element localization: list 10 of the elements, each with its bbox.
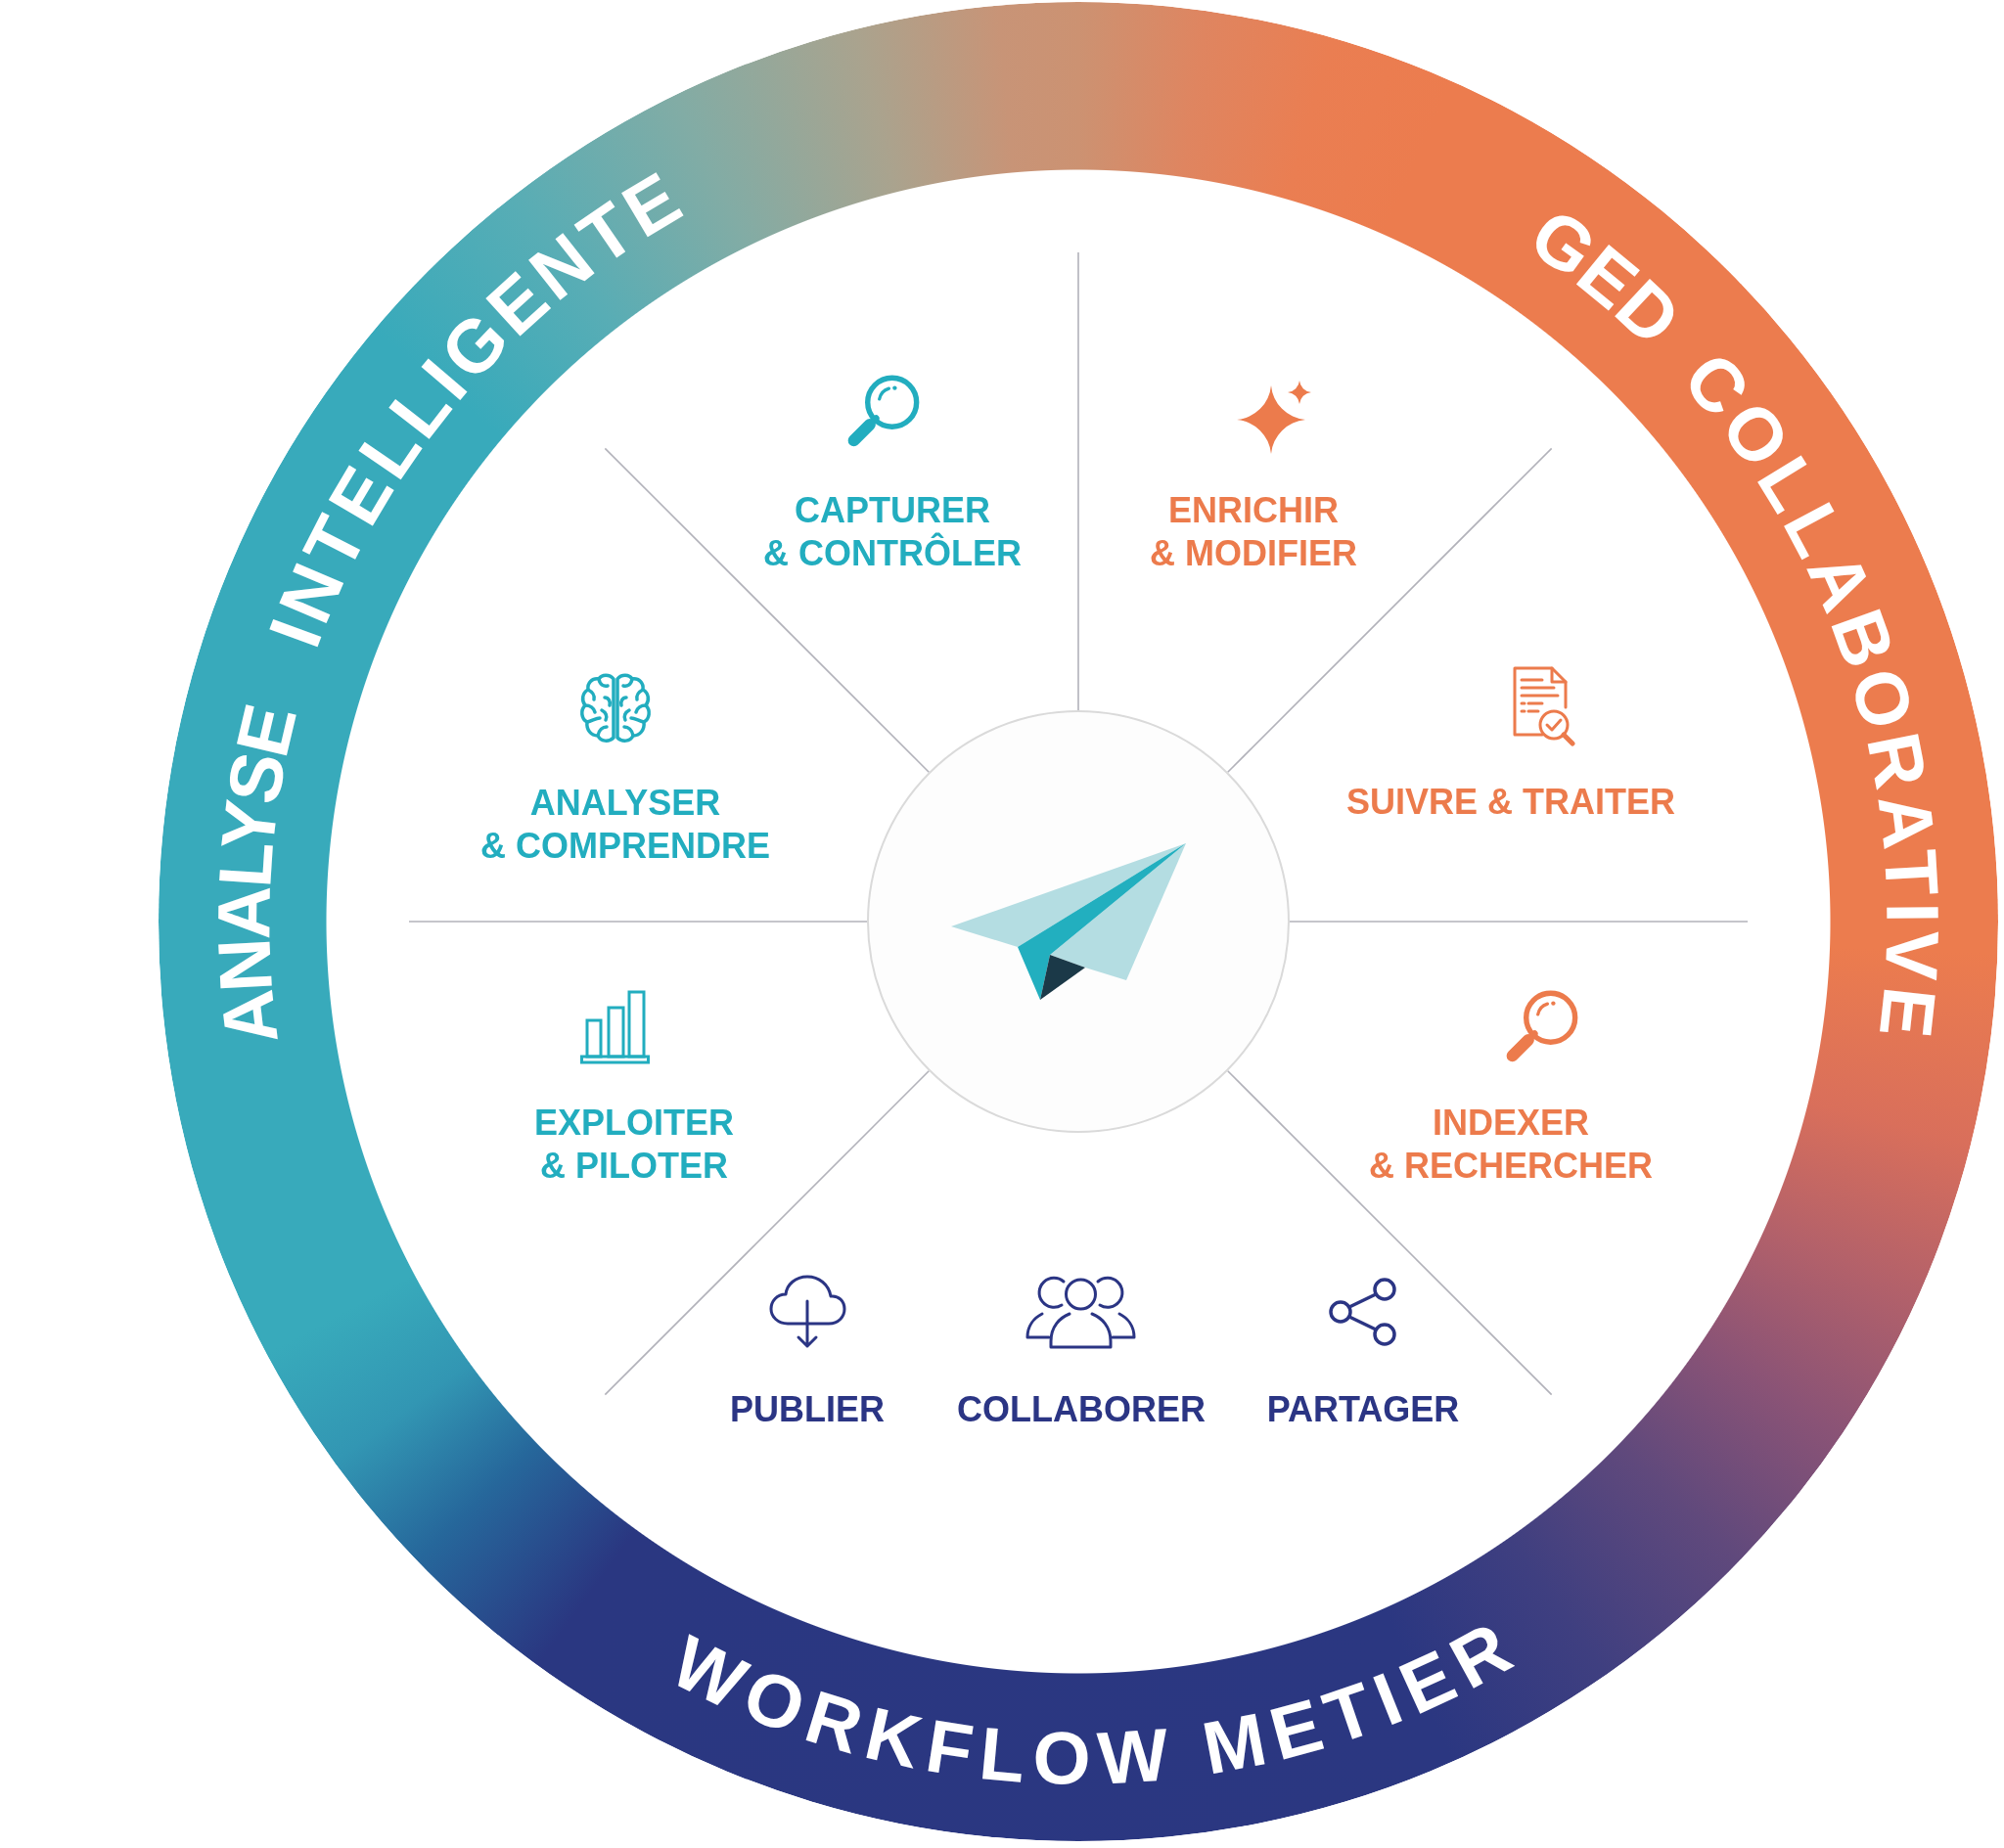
item-label: PARTAGER: [1266, 1388, 1460, 1431]
item-label: CAPTURER & CONTRÔLER: [763, 489, 1022, 575]
ring-title: GED: [1516, 192, 1697, 361]
item-label: COLLABORER: [957, 1388, 1206, 1431]
item-label: INDEXER & RECHERCHER: [1369, 1102, 1653, 1188]
item-label: EXPLOITER & PILOTER: [534, 1102, 734, 1188]
item-label: ENRICHIR & MODIFIER: [1150, 489, 1357, 575]
item-label: SUIVRE & TRAITER: [1346, 781, 1675, 824]
item-label: PUBLIER: [730, 1388, 885, 1431]
item-label: ANALYSER & COMPRENDRE: [480, 782, 770, 868]
